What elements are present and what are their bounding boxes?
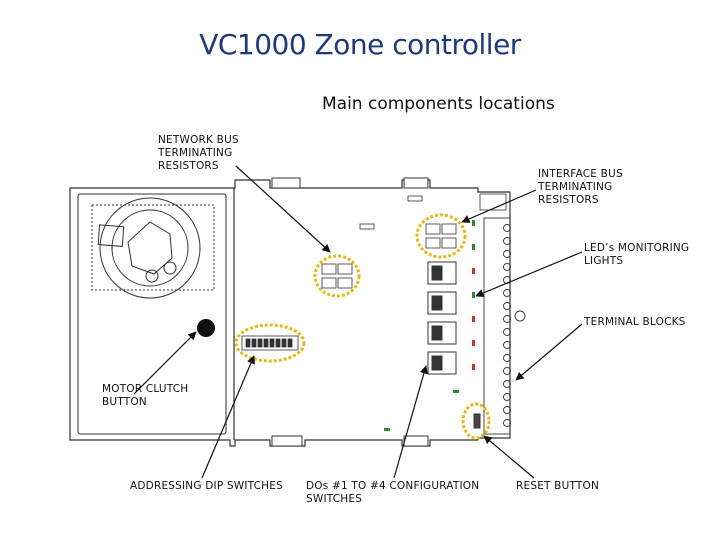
arrow-terminal-blocks [515,323,583,381]
highlight-reset [461,402,491,440]
label-reset: RESET BUTTON [516,480,600,492]
diagram-subtitle: Main components locations [322,94,555,114]
dip-switch-bank [241,335,299,351]
arrow-leds [475,251,583,297]
label-do-switches-line1: DOs #1 TO #4 CONFIGURATION [306,480,480,492]
label-dip-switches: ADDRESSING DIP SWITCHES [130,480,283,492]
led-column [384,220,475,431]
label-leds: LED’s MONITORING LIGHTS [584,242,689,268]
interface-bus-jumpers [425,223,457,249]
highlight-dip-switches [234,323,306,363]
label-interface-bus-line3: RESISTORS [538,194,599,206]
label-interface-bus-line1: INTERFACE BUS [538,168,623,180]
label-leds-line1: LED’s MONITORING [584,242,690,254]
highlight-network-bus [313,254,361,298]
label-do-switches-line2: SWITCHES [306,493,363,505]
diagram-title: VC1000 Zone controller [199,28,521,61]
label-do-switches: DOs #1 TO #4 CONFIGURATION SWITCHES [306,480,479,506]
label-network-bus-line3: RESISTORS [158,160,219,172]
arrow-motor-clutch [133,331,197,395]
arrow-do-switches [393,365,428,479]
highlight-interface-bus [415,213,467,259]
label-interface-bus: INTERFACE BUS TERMINATING RESISTORS [538,168,623,207]
arrow-network-bus [235,165,331,253]
reset-button [473,413,481,429]
label-network-bus-line1: NETWORK BUS [158,134,239,146]
arrow-interface-bus [461,189,537,223]
label-motor-clutch-line1: MOTOR CLUTCH [102,383,189,395]
label-terminal-blocks: TERMINAL BLOCKS [584,316,686,328]
do-configuration-switches [427,261,457,375]
actuator-panel [77,193,227,435]
arrow-dip-switches [201,355,255,479]
label-network-bus: NETWORK BUS TERMINATING RESISTORS [158,134,239,173]
top-clips [271,177,429,447]
label-interface-bus-line2: TERMINATING [538,181,613,193]
network-bus-jumpers [321,263,353,289]
label-motor-clutch-line2: BUTTON [102,396,147,408]
label-network-bus-line2: TERMINATING [158,147,233,159]
label-motor-clutch: MOTOR CLUTCH BUTTON [102,383,188,409]
terminal-blocks [483,217,526,435]
highlight-circles [234,213,491,440]
motor-clutch-button [197,319,215,337]
leader-arrows [133,165,583,479]
label-leds-line2: LIGHTS [584,255,624,267]
arrow-reset [483,435,535,479]
device-housing [69,179,511,447]
